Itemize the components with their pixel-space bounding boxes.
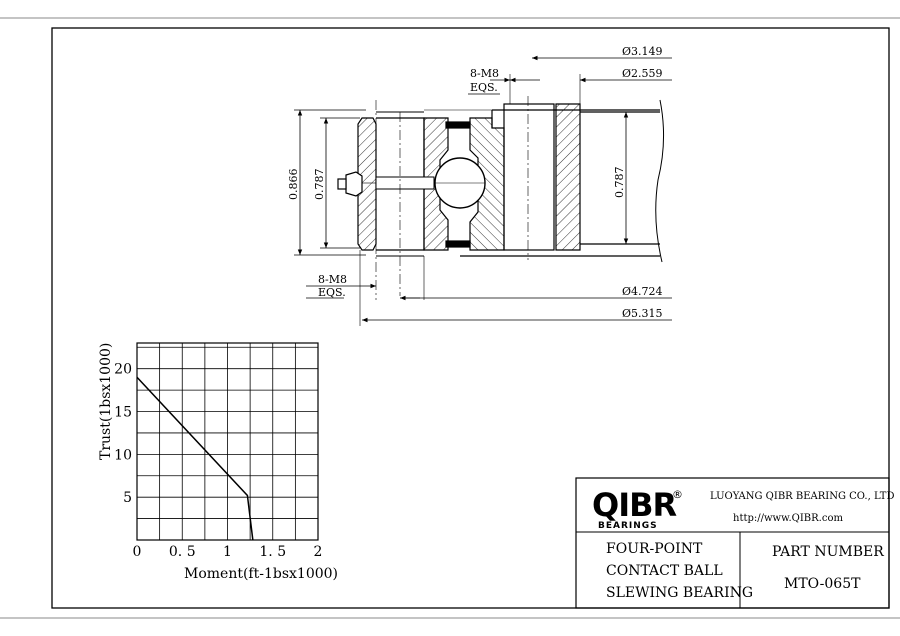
dimension-labels: Ø3.149 Ø2.559 8-M8 EQS. 0.866 0.787 0.78… bbox=[287, 45, 663, 320]
bearing-section bbox=[294, 74, 665, 326]
chart-x-axis-label: Moment(ft-1bsx1000) bbox=[184, 566, 338, 582]
company-website: http://www.QIBR.com bbox=[733, 513, 843, 524]
description-line-3: SLEWING BEARING bbox=[606, 585, 753, 601]
chart-series bbox=[136, 376, 254, 541]
dim-top-diameter-2: Ø2.559 bbox=[622, 67, 663, 80]
chart-y-tick-label: 15 bbox=[114, 405, 132, 421]
logo-subtext: BEARINGS bbox=[598, 521, 658, 531]
chart-y-tick-label: 20 bbox=[114, 362, 132, 378]
chart-x-tick-label: 2 bbox=[314, 544, 323, 560]
dim-top-holes: 8-M8 bbox=[470, 67, 499, 80]
description-line-2: CONTACT BALL bbox=[606, 563, 723, 579]
dim-top-holes-eqs: EQS. bbox=[470, 81, 498, 94]
dim-height-right: 0.787 bbox=[613, 167, 626, 199]
company-logo: QIBR ® BEARINGS bbox=[592, 486, 683, 531]
chart-x-tick-label: 0 bbox=[133, 544, 142, 560]
logo-text: QIBR bbox=[592, 486, 677, 524]
chart-y-axis-label: Trust(1bsx1000) bbox=[98, 343, 114, 460]
dim-height-outer: 0.866 bbox=[287, 169, 300, 201]
dim-bottom-holes-eqs: EQS. bbox=[318, 286, 346, 299]
dim-bottom-diameter-1: Ø4.724 bbox=[622, 285, 663, 298]
company-name: LUOYANG QIBR BEARING CO., LTD bbox=[710, 491, 894, 502]
dim-bottom-holes: 8-M8 bbox=[318, 273, 347, 286]
dim-bottom-diameter-2: Ø5.315 bbox=[622, 307, 663, 320]
dim-height-inner: 0.787 bbox=[313, 169, 326, 201]
description-line-1: FOUR-POINT bbox=[606, 541, 703, 557]
chart-ticks: 0 0. 5 1 1. 5 2 5 10 15 20 bbox=[114, 362, 322, 560]
chart-series-line bbox=[136, 376, 254, 541]
dimension-lines bbox=[297, 55, 672, 323]
part-number-value: MTO-065T bbox=[784, 576, 861, 592]
title-block: QIBR ® BEARINGS LUOYANG QIBR BEARING CO.… bbox=[575, 477, 894, 609]
dim-top-diameter-1: Ø3.149 bbox=[622, 45, 663, 58]
logo-registered-mark: ® bbox=[672, 488, 683, 501]
drawing-frame bbox=[51, 27, 890, 609]
part-number-label: PART NUMBER bbox=[772, 544, 884, 560]
chart-x-tick-label: 0. 5 bbox=[169, 544, 196, 560]
chart-y-tick-label: 5 bbox=[123, 490, 132, 506]
chart-y-tick-label: 10 bbox=[114, 447, 132, 463]
chart-grid bbox=[136, 342, 319, 541]
load-chart: 0 0. 5 1 1. 5 2 5 10 15 20 Moment(ft-1bsx1000) T… bbox=[98, 342, 338, 582]
chart-x-tick-label: 1. 5 bbox=[259, 544, 286, 560]
chart-x-tick-label: 1 bbox=[223, 544, 232, 560]
